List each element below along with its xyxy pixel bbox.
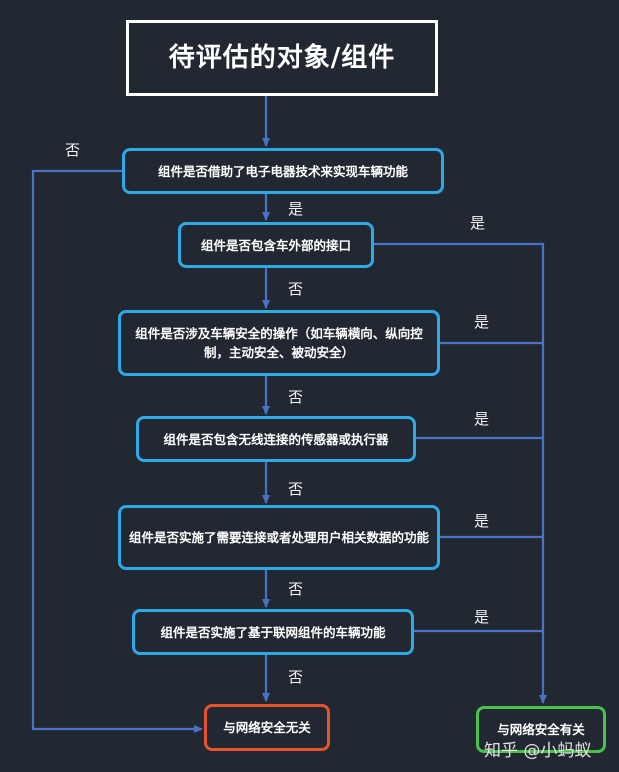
label-no-q5: 否 (288, 580, 304, 598)
label-yes-q6: 是 (474, 608, 490, 626)
outcome-not-relevant: 与网络安全无关 (204, 704, 330, 751)
arrow-yes-bus (374, 242, 547, 704)
question-node-5: 组件是否实施了需要连接或者处理用户相关数据的功能 (118, 505, 440, 570)
watermark: 知乎 @小蚂蚁 (484, 741, 592, 761)
label-no-q4: 否 (288, 480, 304, 498)
title-node: 待评估的对象/组件 (126, 20, 438, 96)
label-yes-q5: 是 (474, 512, 490, 530)
question-node-1: 组件是否借助了电子电器技术来实现车辆功能 (122, 148, 444, 194)
question-node-3: 组件是否涉及车辆安全的操作（如车辆横向、纵向控制，主动安全、被动安全） (118, 310, 440, 376)
question-node-2: 组件是否包含车外部的接口 (178, 222, 374, 268)
label-yes-q1: 是 (288, 200, 304, 218)
question-node-6: 组件是否实施了基于联网组件的车辆功能 (132, 609, 414, 655)
label-no-q2: 否 (288, 280, 304, 298)
label-yes-q3: 是 (474, 313, 490, 331)
label-no-q3: 否 (288, 388, 304, 406)
outcome-relevant: 与网络安全有关 (476, 706, 606, 753)
arrow-q1-no-to-end (31, 169, 203, 733)
label-yes-q4: 是 (474, 410, 490, 428)
question-node-4: 组件是否包含无线连接的传感器或执行器 (136, 416, 416, 462)
label-yes-q2: 是 (470, 214, 486, 232)
label-no-q6: 否 (288, 668, 304, 686)
label-no-q1: 否 (65, 141, 81, 159)
